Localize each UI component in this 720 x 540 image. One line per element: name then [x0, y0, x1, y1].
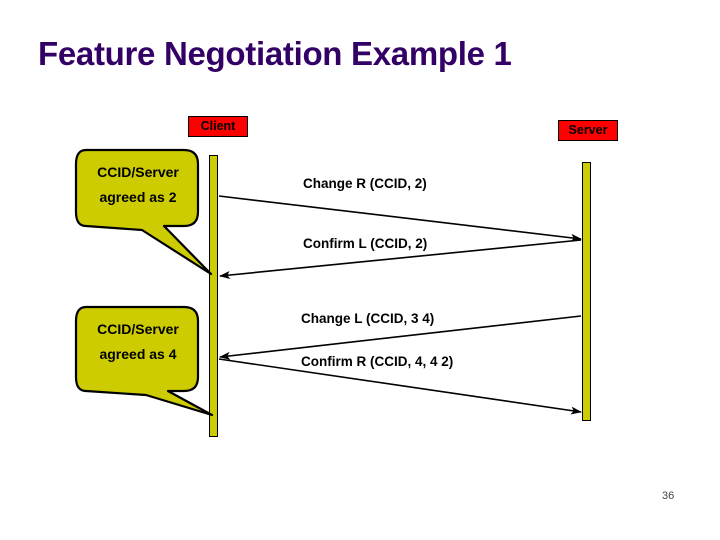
message-label-change-r: Change R (CCID, 2) [303, 176, 427, 191]
callout-bubble-shape [74, 148, 213, 276]
actor-box-client: Client [188, 116, 248, 137]
callout-line-2: agreed as 4 [99, 346, 177, 362]
lifeline-server [582, 162, 591, 421]
message-label-confirm-r: Confirm R (CCID, 4, 4 2) [301, 354, 454, 369]
callout-agreed-4-text: CCID/Server agreed as 4 [80, 317, 196, 367]
arrow-change-r [218, 195, 582, 242]
callout-line-2: agreed as 2 [99, 189, 177, 205]
message-label-change-l: Change L (CCID, 3 4) [301, 311, 435, 326]
actor-box-server: Server [558, 120, 618, 141]
callout-agreed-2-text: CCID/Server agreed as 2 [80, 160, 196, 210]
lifeline-client [209, 155, 218, 437]
page-title: Feature Negotiation Example 1 [38, 35, 512, 72]
page-number: 36 [662, 490, 675, 502]
message-label-confirm-l: Confirm L (CCID, 2) [303, 236, 428, 251]
callout-agreed-2: CCID/Server agreed as 2 [72, 146, 232, 281]
callout-agreed-4: CCID/Server agreed as 4 [72, 303, 232, 438]
callout-line-1: CCID/Server [97, 164, 179, 180]
callout-bubble-shape [74, 305, 214, 417]
callout-line-1: CCID/Server [97, 321, 179, 337]
